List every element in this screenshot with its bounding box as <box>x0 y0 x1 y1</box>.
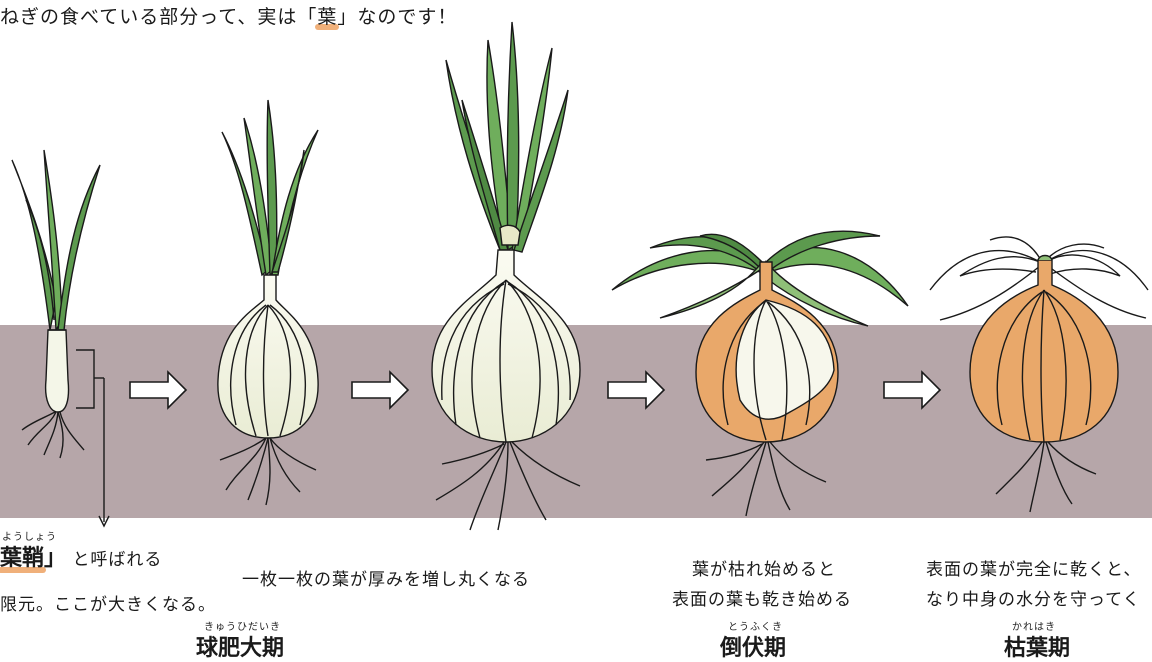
sheath-ruby: ようしょう <box>2 532 57 543</box>
seedling-plant <box>11 149 101 459</box>
title-ending: なのです！ <box>357 6 458 28</box>
stage-withered-ruby: かれはき <box>1012 622 1056 633</box>
sheath-line2: 限元。ここが大きくなる。 <box>0 595 216 615</box>
arrow-1 <box>129 370 188 410</box>
large-bulb-plant <box>431 21 581 531</box>
title-text: ねぎの食べている部分って、実は <box>0 6 298 28</box>
arrow-3 <box>607 370 666 410</box>
sheath-bracket-close: 」 <box>44 546 67 571</box>
stage-lodging-label: 倒伏期 <box>720 636 787 661</box>
stage-bulb-ruby: きゅうひだいき <box>204 622 281 633</box>
sheath-bracket <box>76 349 110 528</box>
sheath-suffix: と呼ばれる <box>72 550 163 570</box>
lodging-plant <box>611 230 909 517</box>
caption-withered-line1: 表面の葉が完全に乾くと、 <box>926 560 1142 580</box>
page-title: ねぎの食べている部分って、実は「葉」なのです！ <box>0 2 458 30</box>
stage-withered-label: 枯葉期 <box>1004 636 1071 661</box>
arrow-2 <box>351 370 410 410</box>
arrow-4 <box>883 370 942 410</box>
title-highlight: 葉 <box>315 2 340 30</box>
sheath-term: 葉鞘 <box>0 540 47 573</box>
caption-lodging-line1: 葉が枯れ始めると <box>692 560 836 580</box>
title-close-bracket: 」 <box>337 6 358 28</box>
small-bulb-plant <box>217 99 319 506</box>
title-open-bracket: 「 <box>297 6 318 28</box>
stage-bulb-label: 球肥大期 <box>196 636 285 661</box>
stage-lodging-ruby: とうふくき <box>728 622 783 633</box>
withered-plant <box>929 236 1149 513</box>
caption-withered-line2: なり中身の水分を守ってく <box>926 590 1141 610</box>
caption-bulb-growth: 一枚一枚の葉が厚みを増し丸くなる <box>242 570 530 590</box>
growth-illustration <box>11 21 1149 531</box>
sheath-annotation: 葉鞘」 と呼ばれる <box>0 540 163 573</box>
caption-lodging-line2: 表面の葉も乾き始める <box>672 590 852 610</box>
